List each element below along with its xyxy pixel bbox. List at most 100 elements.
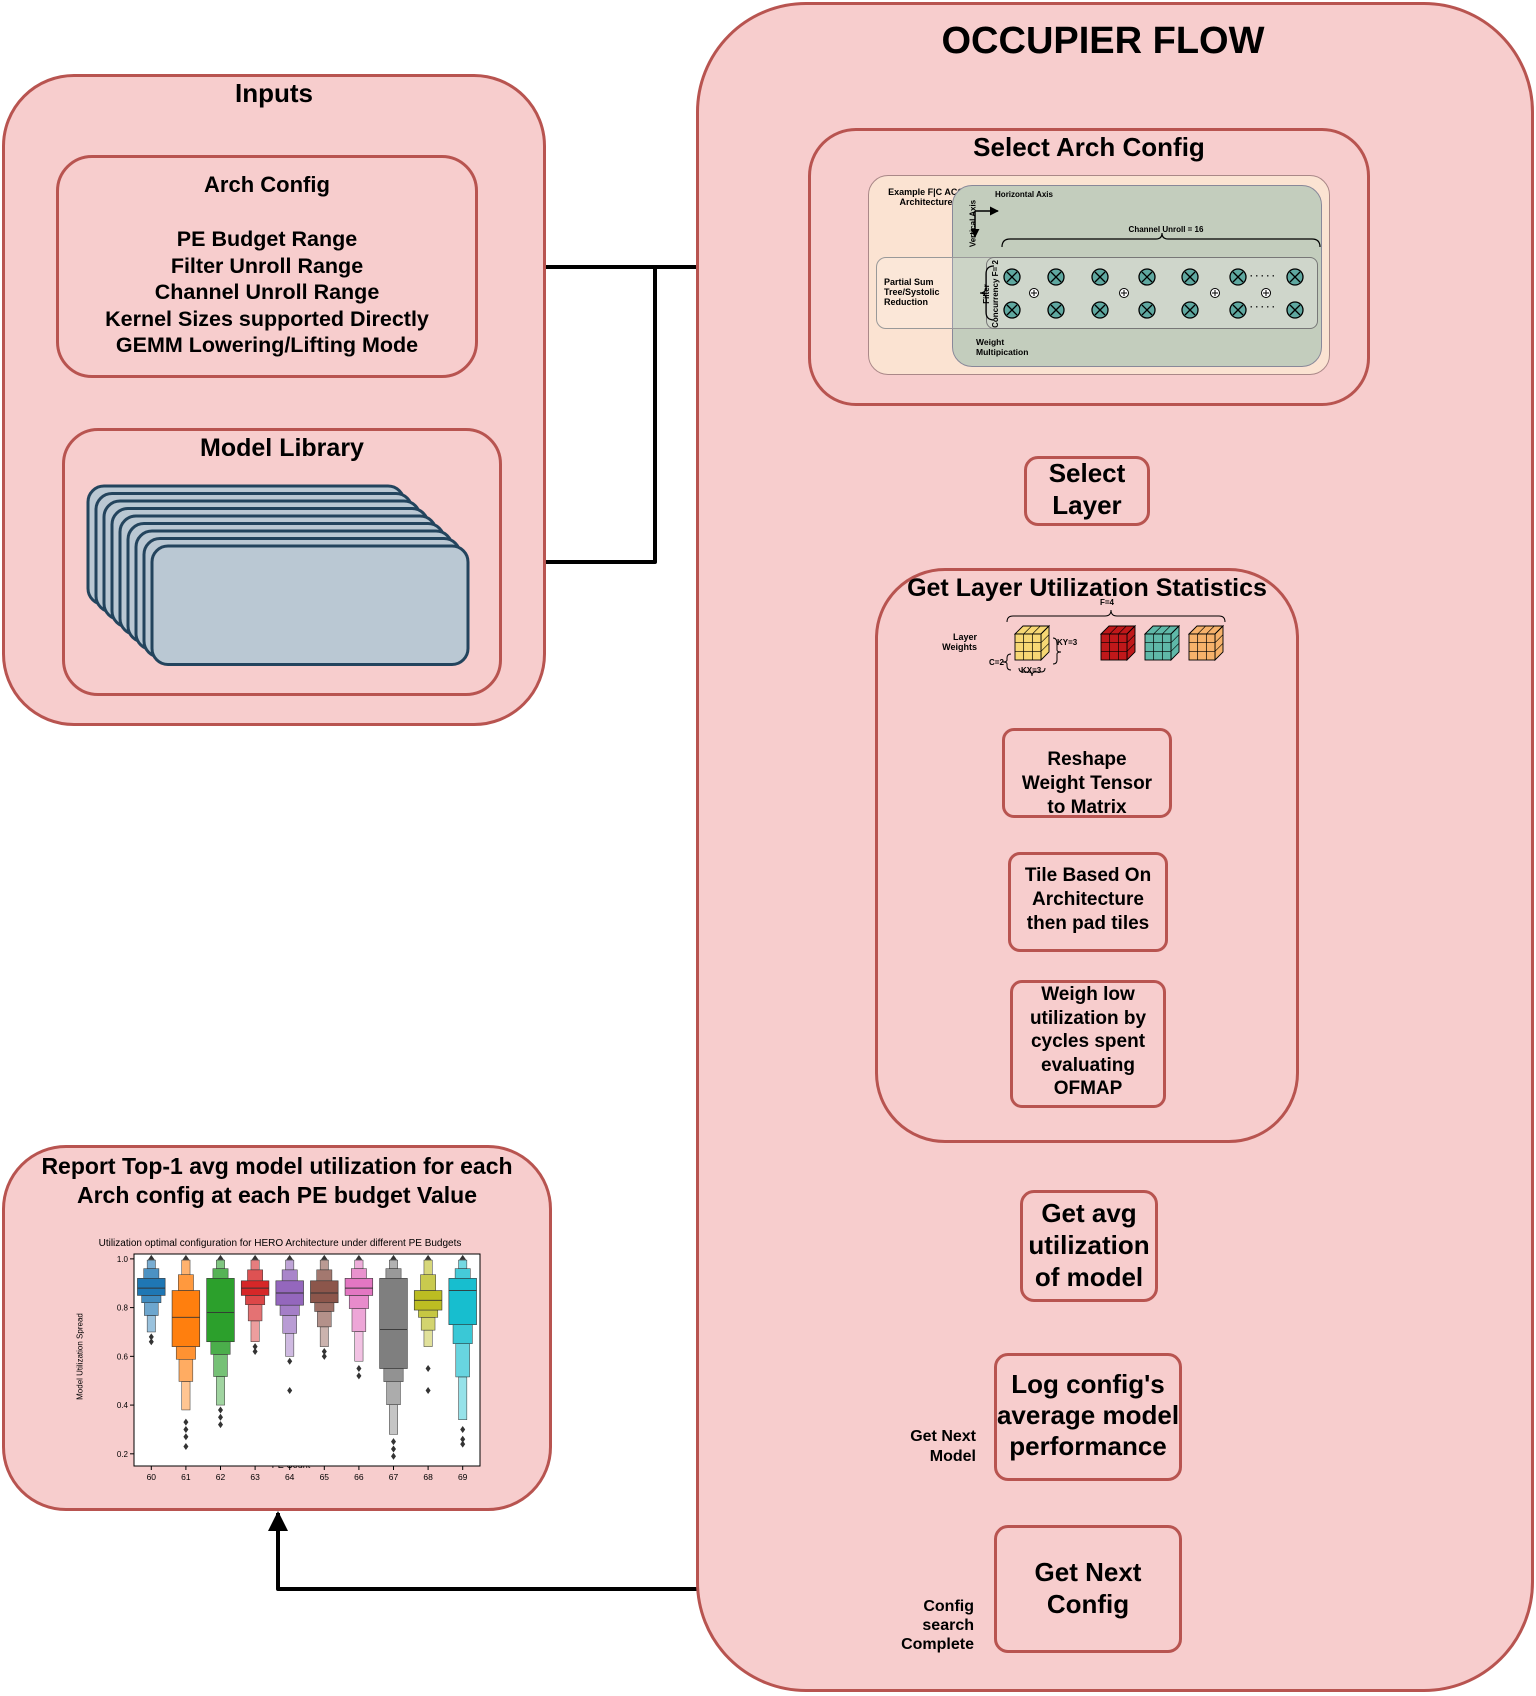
f-label: F=4 xyxy=(1100,598,1115,607)
horizontal-axis-label: Horizontal Axis xyxy=(995,190,1053,199)
partial-sum-label: Partial Sum Tree/Systolic Reduction xyxy=(884,277,940,307)
cube-grid xyxy=(1170,643,1180,652)
multiplier-cross xyxy=(1050,271,1062,283)
multiplier-cross xyxy=(1050,304,1062,316)
boxen-box xyxy=(344,1278,374,1296)
cube-grid xyxy=(1040,634,1050,643)
report-chart: Utilization optimal configuration for HE… xyxy=(60,1232,500,1482)
cube-grid xyxy=(1206,625,1215,635)
boxen-level xyxy=(354,1259,364,1269)
inputs-title: Inputs xyxy=(235,78,313,108)
boxen-level xyxy=(348,1295,369,1309)
outlier-marker xyxy=(460,1440,466,1448)
cube-grid xyxy=(1040,643,1050,652)
boxen-level xyxy=(279,1304,300,1316)
filter-brace xyxy=(979,265,995,321)
multiplier-cross xyxy=(1289,271,1301,283)
reshape-box xyxy=(1002,728,1172,818)
boxen-level xyxy=(455,1343,470,1378)
adder-plus xyxy=(1121,290,1127,296)
outlier-marker xyxy=(148,1333,154,1341)
outlier-marker xyxy=(287,1386,293,1394)
y-tick-label: 0.2 xyxy=(117,1450,129,1459)
model-library-title: Model Library xyxy=(200,434,364,462)
multiplier-cross xyxy=(1184,304,1196,316)
x-tick-label: 65 xyxy=(320,1472,330,1482)
get-avg-box xyxy=(1020,1190,1158,1302)
c-brace xyxy=(1002,653,1012,671)
boxen-level xyxy=(146,1259,156,1269)
select-layer-text: Select Layer xyxy=(1048,458,1126,520)
pe-grid xyxy=(970,206,1321,321)
boxen-level xyxy=(420,1274,436,1291)
max-marker xyxy=(320,1254,328,1260)
ky-label: KY=3 xyxy=(1057,638,1078,647)
arch-config-title: Arch Config xyxy=(204,172,330,197)
cube-grid xyxy=(1170,634,1180,643)
outlier-marker xyxy=(218,1413,223,1421)
cube-grid xyxy=(1126,634,1136,643)
get-next-config-text: Get Next Config xyxy=(1034,1557,1142,1619)
boxen-level xyxy=(314,1302,335,1312)
multiplier-cross xyxy=(1094,271,1106,283)
x-tick-label: 64 xyxy=(285,1472,295,1482)
layer-weights-label: Layer Weights xyxy=(942,632,977,652)
outlier-marker xyxy=(321,1352,327,1360)
get-next-model-label: Get Next Model xyxy=(910,1428,976,1465)
max-marker xyxy=(390,1254,397,1260)
boxen-level xyxy=(250,1259,260,1271)
y-tick-label: 0.6 xyxy=(117,1352,129,1361)
arch-config-item: Kernel Sizes supported Directly xyxy=(105,306,429,331)
adder-plus xyxy=(1263,290,1269,296)
multiplier-cross xyxy=(1141,304,1153,316)
channel-unroll-brace xyxy=(1001,232,1321,248)
cube-front xyxy=(1188,633,1216,661)
chart-title: Utilization optimal configuration for HE… xyxy=(98,1238,462,1249)
boxen-level xyxy=(316,1269,333,1282)
boxen-level xyxy=(247,1269,263,1282)
outlier-marker xyxy=(321,1347,327,1355)
outlier-marker xyxy=(252,1347,258,1355)
boxen-level xyxy=(423,1259,433,1275)
x-tick-label: 62 xyxy=(216,1472,226,1482)
cube-grid xyxy=(1126,643,1136,652)
max-marker xyxy=(355,1254,363,1260)
outlier-marker xyxy=(425,1386,431,1394)
multiplier-cross xyxy=(1006,304,1018,316)
report-title: Report Top-1 avg model utilization for e… xyxy=(41,1153,513,1208)
outlier-marker xyxy=(218,1406,223,1414)
weight-cubes xyxy=(1002,609,1226,677)
boxen-level xyxy=(317,1311,332,1328)
cube-grid xyxy=(1118,625,1127,635)
x-tick-label: 61 xyxy=(181,1472,191,1482)
outlier-marker xyxy=(148,1338,154,1346)
multiplier-cross xyxy=(1006,271,1018,283)
boxen-level xyxy=(389,1404,398,1435)
boxen-level xyxy=(420,1317,436,1331)
boxen-level xyxy=(181,1259,191,1275)
boxen-box xyxy=(448,1278,477,1325)
tile-text: Tile Based On Architecture then pad tile… xyxy=(1024,865,1152,934)
boxen-level xyxy=(385,1268,402,1279)
y-tick-label: 0.4 xyxy=(117,1401,129,1410)
outlier-marker xyxy=(183,1433,189,1441)
outlier-marker xyxy=(391,1438,396,1446)
boxen-level xyxy=(250,1320,260,1342)
cube-front xyxy=(1144,633,1172,661)
adder-plus xyxy=(1031,290,1037,296)
boxen-level xyxy=(285,1259,295,1271)
boxen-level xyxy=(285,1333,295,1357)
cube-grid xyxy=(1109,625,1118,635)
boxen-level xyxy=(281,1269,298,1282)
boxen-level xyxy=(245,1295,266,1305)
line-library-to-select xyxy=(502,267,657,564)
outlier-marker xyxy=(356,1372,362,1380)
boxen-level xyxy=(181,1381,191,1411)
outlier-marker xyxy=(218,1421,223,1429)
boxen-level xyxy=(386,1381,401,1405)
arch-config-box xyxy=(56,155,478,378)
max-marker xyxy=(424,1254,432,1260)
outlier-marker xyxy=(356,1365,362,1373)
x-tick-label: 68 xyxy=(423,1472,433,1482)
layer-weights-figure: Layer Weights F=4 KY=3 C=2 KX=3 xyxy=(925,598,1235,678)
